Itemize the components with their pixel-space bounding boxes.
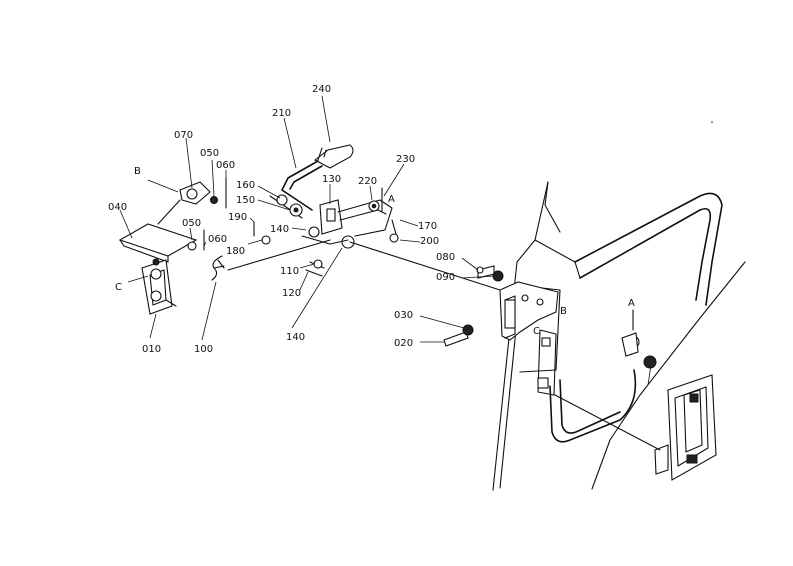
callout-230: 230 [396,154,415,165]
callout-140-lower: 140 [286,332,305,343]
fasteners [443,265,504,347]
callout-130: 130 [322,174,341,185]
callout-010: 010 [142,344,161,355]
speck-mark [711,121,713,123]
callout-150: 150 [236,195,255,206]
callout-070: 070 [174,130,193,141]
callout-180: 180 [226,246,245,257]
ref-letter-b-left: B [134,166,141,177]
cable-clip-right [621,309,657,369]
mounting-bracket [499,281,559,341]
callout-240: 240 [312,84,331,95]
ref-letter-a-right: A [628,298,635,309]
leader-lines [119,95,495,343]
callout-160: 160 [236,180,255,191]
callout-200: 200 [420,236,439,247]
callout-090: 090 [436,272,455,283]
callout-060-lower: 060 [208,234,227,245]
callout-030: 030 [394,310,413,321]
callout-050-upper: 050 [200,148,219,159]
ref-letter-c-left: C [115,282,122,293]
control-lever [281,144,354,211]
callout-040: 040 [108,202,127,213]
callout-110: 110 [280,266,299,277]
control-rod-assembly [217,187,501,291]
ref-letter-a-top: A [388,194,395,205]
callout-050-lower: 050 [182,218,201,229]
callout-080: 080 [436,252,455,263]
callout-labels: 240 210 230 220 130 160 150 170 200 190 … [108,84,455,355]
callout-020: 020 [394,338,413,349]
reference-letters: B C A B C A [115,166,635,337]
control-plate [554,357,717,481]
ref-letter-c-right: C [533,326,540,337]
callout-210: 210 [272,108,291,119]
ref-letter-b-right: B [560,306,567,317]
callout-190: 190 [228,212,247,223]
callout-140-upper: 140 [270,224,289,235]
callout-100: 100 [194,344,213,355]
callout-220: 220 [358,176,377,187]
throttle-assembly [118,177,227,315]
mower-frame [492,181,746,491]
callout-170: 170 [418,221,437,232]
callout-060-upper: 060 [216,160,235,171]
callout-120: 120 [282,288,301,299]
